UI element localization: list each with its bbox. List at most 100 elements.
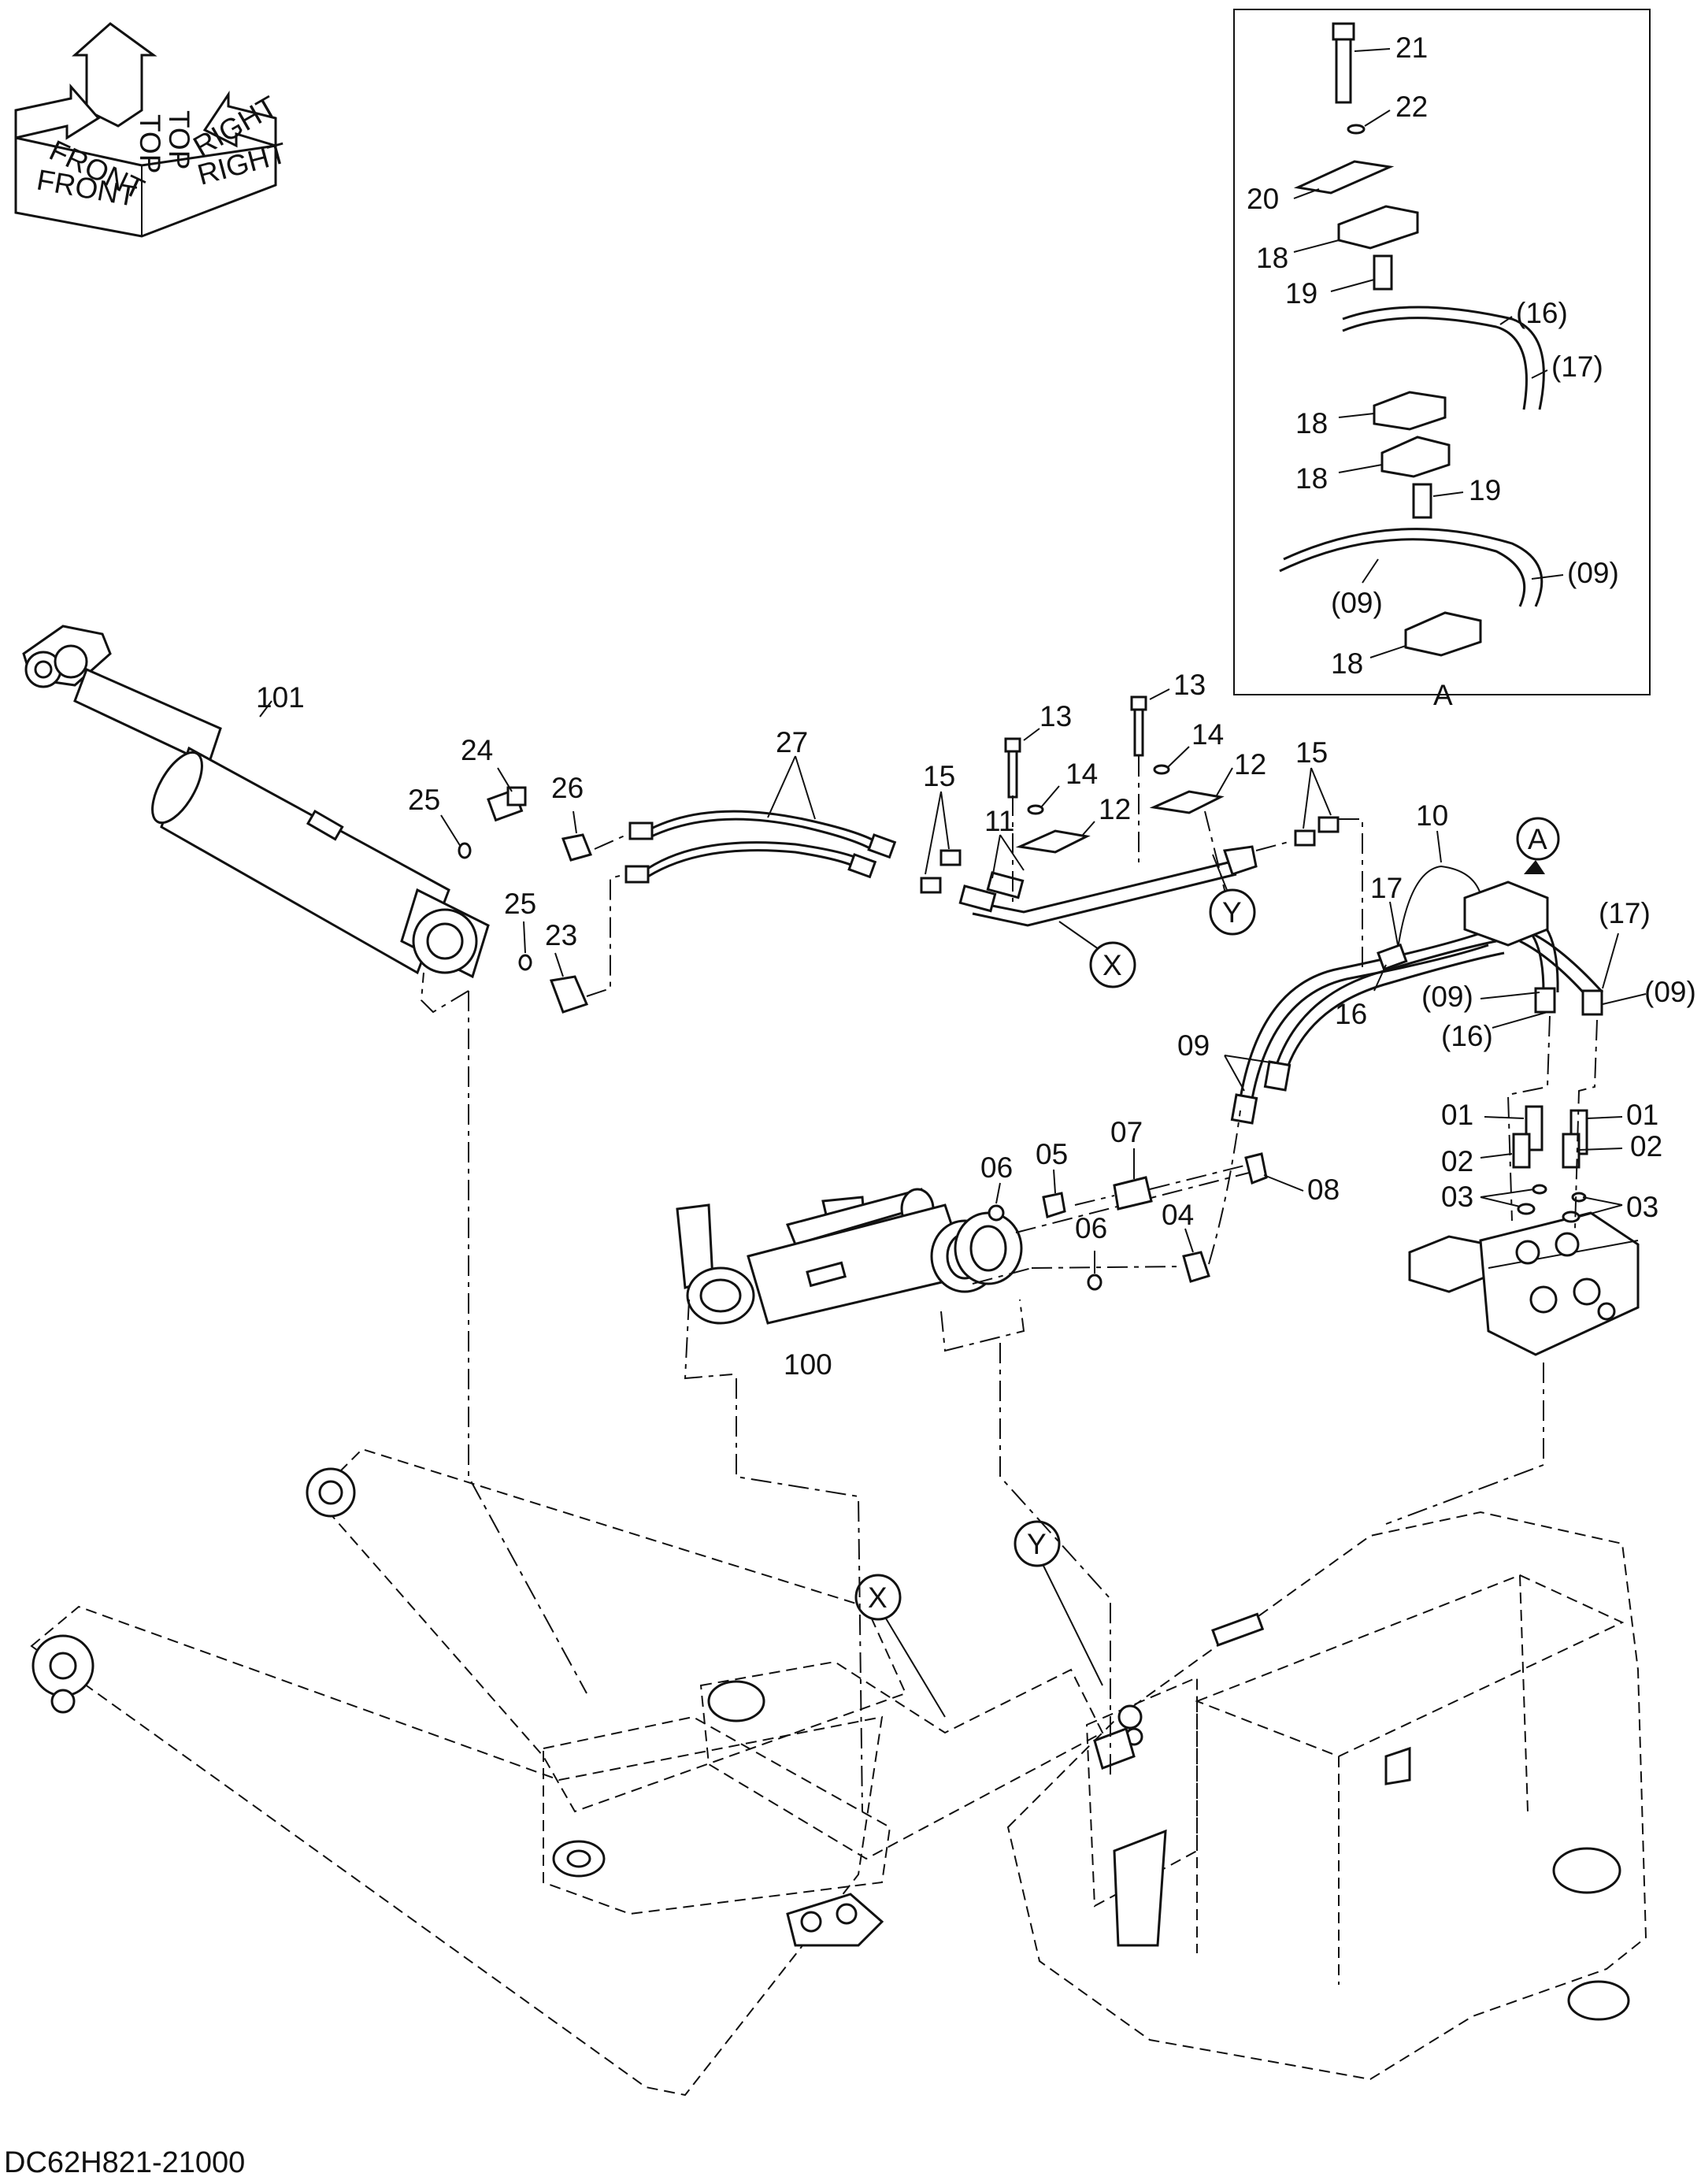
- callout-x-pipe: X: [1058, 921, 1136, 988]
- callout-y-pipe: Y: [1209, 854, 1256, 936]
- callout-a: A: [1516, 817, 1560, 874]
- label-03-a: 03: [1441, 1181, 1473, 1213]
- connector-15-a1: [939, 849, 962, 866]
- detail-a-frame: A 21 22 20 18 19 (16) (17) 18 18: [1233, 9, 1651, 711]
- bolt-21: [1332, 22, 1355, 104]
- label-02-b: 02: [1630, 1130, 1662, 1162]
- label-15-a: 15: [923, 760, 955, 792]
- elbow-08: [1244, 1152, 1268, 1185]
- label-01-a: 01: [1441, 1099, 1473, 1131]
- label-02-a: 02: [1441, 1145, 1473, 1177]
- adapter-26: [561, 833, 593, 862]
- label-14-a: 14: [1065, 758, 1098, 790]
- label-26: 26: [551, 772, 584, 804]
- clamp-18-lower: [1404, 611, 1482, 657]
- cylinder-101: [22, 625, 490, 979]
- hose-27: [624, 810, 897, 884]
- label-08: 08: [1307, 1174, 1340, 1206]
- label-25-b: 25: [504, 888, 536, 920]
- label-17-paren: (17): [1599, 897, 1651, 929]
- oring-06-b: [1087, 1274, 1102, 1291]
- label-09: 09: [1177, 1029, 1210, 1062]
- label-10: 10: [1416, 799, 1448, 832]
- elbow-23: [549, 975, 589, 1014]
- detail-label-19-a: 19: [1285, 277, 1317, 310]
- svg-text:Y: Y: [1027, 1528, 1047, 1560]
- label-13-a: 13: [1040, 700, 1072, 732]
- connector-15-b1: [1294, 829, 1316, 847]
- label-09-paren-b: (09): [1644, 976, 1696, 1008]
- label-24: 24: [461, 734, 493, 766]
- label-06-b: 06: [1075, 1212, 1107, 1244]
- detail-label-09-b: (09): [1567, 557, 1619, 589]
- connector-07: [1113, 1176, 1153, 1211]
- label-12-a: 12: [1099, 793, 1131, 825]
- control-valve: [1408, 1211, 1640, 1356]
- connector-15-a2: [920, 877, 942, 894]
- detail-label-18-d: 18: [1331, 647, 1363, 680]
- callout-x-frame: X: [854, 1574, 946, 1718]
- label-09-paren-a: (09): [1421, 981, 1473, 1013]
- label-25-a: 25: [408, 784, 440, 816]
- adapter-05: [1042, 1192, 1066, 1218]
- orientation-top-label: TOP: [134, 114, 166, 173]
- plate-20: [1293, 160, 1395, 195]
- detail-label-22: 22: [1395, 91, 1428, 123]
- connector-15-b2: [1317, 816, 1340, 833]
- boom-arm-upper: [306, 1448, 907, 1813]
- label-15-b: 15: [1295, 736, 1328, 769]
- svg-text:Y: Y: [1222, 896, 1242, 929]
- label-16: 16: [1335, 998, 1367, 1030]
- clamp-set-a: [1004, 737, 1091, 854]
- detail-label-18-a: 18: [1256, 242, 1288, 274]
- detail-label-16: (16): [1516, 297, 1568, 329]
- label-01-b: 01: [1626, 1099, 1658, 1131]
- elbow-24: [487, 786, 527, 822]
- label-16-paren: (16): [1441, 1020, 1493, 1052]
- fitting-stack-left: [1512, 1105, 1547, 1215]
- clamp-18-upper: [1337, 205, 1419, 250]
- label-23: 23: [545, 919, 577, 951]
- detail-label-18-b: 18: [1295, 407, 1328, 439]
- sleeve-19-lower: [1412, 483, 1432, 519]
- pipe-11: [958, 845, 1258, 927]
- swing-frame: [1006, 1511, 1647, 2081]
- label-04: 04: [1162, 1199, 1194, 1231]
- detail-label-17: (17): [1551, 350, 1603, 383]
- label-27: 27: [776, 726, 808, 758]
- label-17: 17: [1370, 872, 1403, 904]
- clamp-18-mid-b: [1380, 436, 1451, 478]
- label-14-b: 14: [1191, 718, 1224, 751]
- boom-arm-lower: [30, 1605, 884, 2097]
- elbow-04: [1182, 1251, 1210, 1283]
- clamp-18-mid-a: [1373, 391, 1447, 431]
- label-07: 07: [1110, 1116, 1143, 1148]
- oring-25-b: [518, 954, 532, 971]
- detail-label-20: 20: [1247, 183, 1279, 215]
- orientation-indicator: FRONT FRONT TOP TOP RIGHT RIGHT: [14, 22, 290, 238]
- orientation-top-label-2: TOP: [163, 110, 195, 169]
- clamp-set-b: [1130, 695, 1225, 814]
- oring-06-a: [988, 1204, 1005, 1222]
- hose-bundle: [1230, 865, 1604, 1125]
- oring-25-a: [458, 842, 472, 859]
- label-100: 100: [784, 1348, 832, 1381]
- sleeve-19-upper: [1373, 254, 1393, 291]
- svg-text:X: X: [868, 1581, 888, 1614]
- label-101: 101: [256, 681, 305, 714]
- label-13-b: 13: [1173, 669, 1206, 701]
- washer-22: [1347, 124, 1366, 135]
- svg-text:A: A: [1528, 823, 1547, 855]
- label-12-b: 12: [1234, 748, 1266, 781]
- label-05: 05: [1036, 1138, 1068, 1170]
- callout-y-frame: Y: [1014, 1520, 1103, 1686]
- svg-text:X: X: [1102, 949, 1122, 981]
- detail-label-21: 21: [1395, 32, 1428, 64]
- detail-label-18-c: 18: [1295, 462, 1328, 495]
- detail-label-09-a: (09): [1331, 587, 1383, 619]
- label-11: 11: [984, 805, 1014, 837]
- label-03-b: 03: [1626, 1191, 1658, 1223]
- cylinder-100: [676, 1188, 1023, 1325]
- detail-label-19-b: 19: [1469, 474, 1501, 506]
- boom-bracket: [543, 1660, 1104, 1947]
